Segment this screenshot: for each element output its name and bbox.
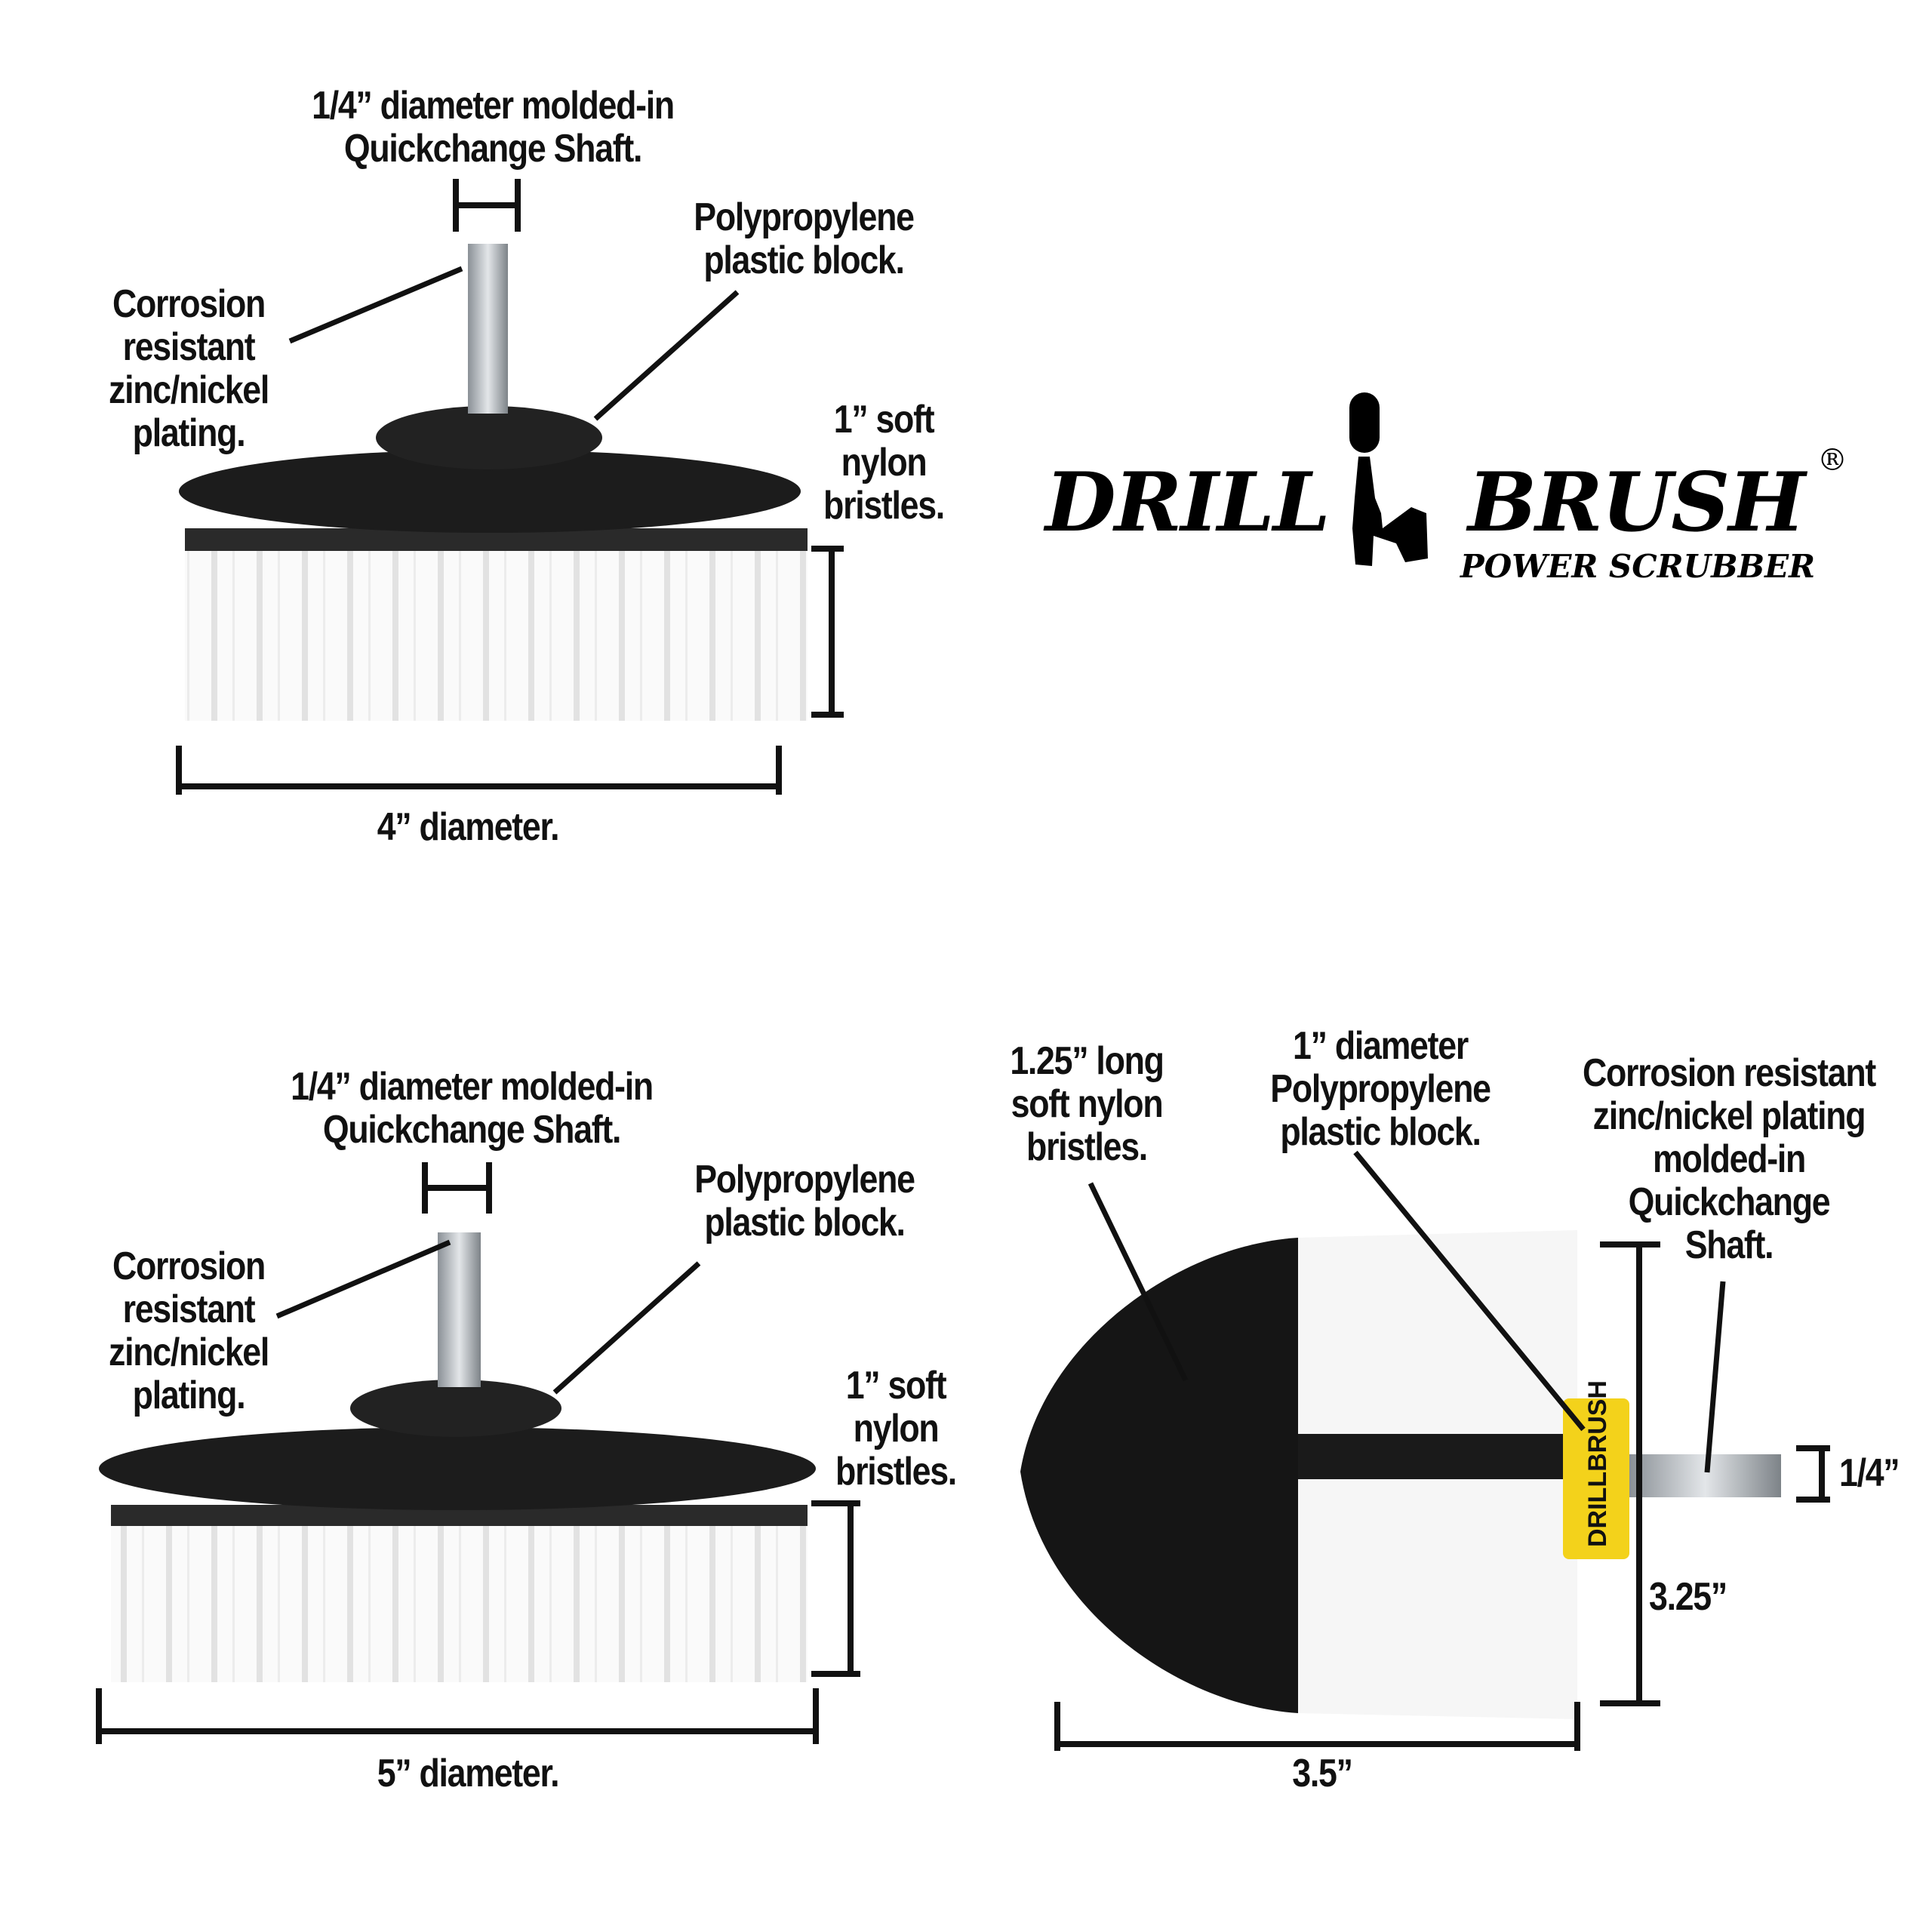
collar-text: DRILLBRUSH (1583, 1380, 1612, 1547)
disc-5in (99, 1427, 816, 1510)
logo-word-brush: BRUSH (1468, 455, 1805, 550)
brush-5in (99, 1232, 816, 1682)
dimension-lines (96, 179, 1830, 1751)
shaft-dim-cone: 1/4” (1839, 1451, 1900, 1495)
height-dim-cone: 3.25” (1649, 1575, 1727, 1619)
logo-word-drill: DRILL (1045, 455, 1331, 550)
width-dim-cone: 3.5” (1292, 1752, 1353, 1795)
yellow-collar (1563, 1398, 1629, 1559)
brush-cone: DRILLBRUSH (1020, 1230, 1781, 1719)
disc-4in (179, 450, 801, 533)
diameter-label-5in: 5” diameter. (377, 1752, 560, 1795)
bristles-4in (185, 528, 808, 721)
logo-tagline: POWER SCRUBBER (1460, 548, 1816, 585)
bristles-5in (111, 1505, 808, 1682)
shaft-cone (1629, 1454, 1781, 1497)
drill-logo-icon (1349, 392, 1428, 566)
hub-5in (350, 1380, 561, 1437)
diameter-label-4in: 4” diameter. (377, 805, 560, 849)
shaft-4in (468, 244, 508, 414)
shaft-5in (438, 1232, 481, 1387)
registered-mark: ® (1817, 443, 1847, 478)
brush-4in (179, 244, 808, 721)
leader-lines (275, 266, 1726, 1473)
hub-4in (376, 406, 602, 469)
